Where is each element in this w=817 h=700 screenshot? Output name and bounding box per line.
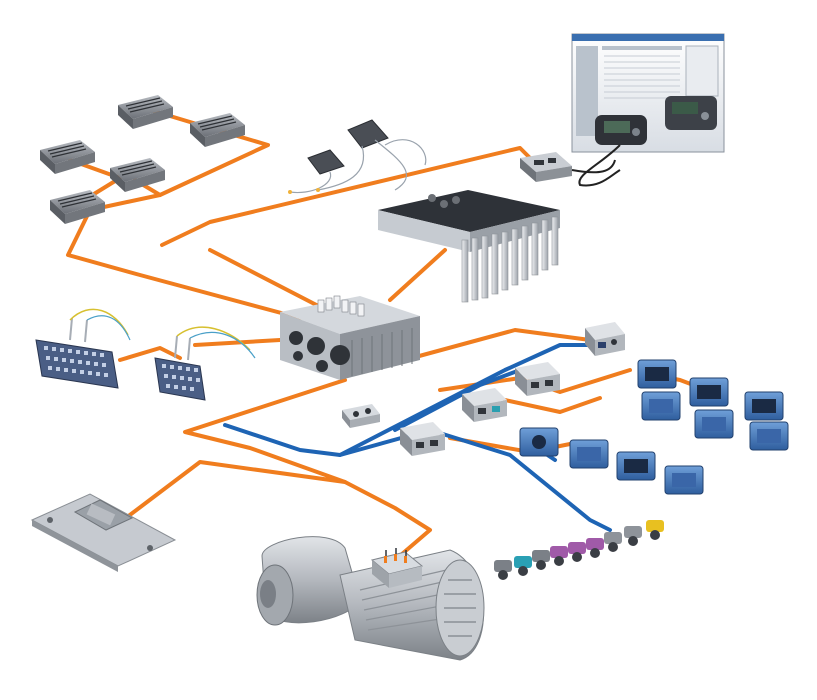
usb-interface-adapter[interactable]: [520, 152, 616, 182]
braking-resistor-grid-1[interactable]: [35, 308, 131, 389]
blue-io-module: [749, 421, 789, 451]
connector: [646, 520, 664, 540]
blue-io-module: [519, 427, 559, 457]
blue-io-cluster[interactable]: [519, 359, 789, 495]
connector: [514, 556, 532, 576]
connector: [532, 550, 550, 570]
io-module-3[interactable]: [40, 140, 95, 174]
blue-link-fieldbus: [223, 343, 592, 457]
orange-link-motor: [343, 480, 432, 562]
fieldbus-module-2[interactable]: [515, 362, 560, 396]
operator-panel-large: [665, 96, 717, 130]
orange-link-drive: [388, 248, 447, 302]
blue-io-module: [616, 451, 656, 481]
blue-io-module: [744, 391, 784, 421]
blue-io-module: [641, 391, 681, 421]
pc-software-window[interactable]: [571, 33, 725, 187]
orange-link-pc-inverter: [208, 248, 332, 314]
blue-io-module: [637, 359, 677, 389]
io-module-1[interactable]: [118, 95, 173, 129]
blue-io-module: [694, 409, 734, 439]
orange-link-resistor-2: [193, 338, 282, 347]
connector: [494, 560, 512, 580]
central-frequency-inverter[interactable]: [280, 295, 420, 380]
connector: [568, 542, 586, 562]
fieldbus-module-3[interactable]: [462, 388, 507, 422]
connector: [624, 526, 642, 546]
geared-motor[interactable]: [256, 536, 485, 661]
fieldbus-module-1[interactable]: [585, 322, 625, 356]
connector: [586, 538, 604, 558]
blue-io-module: [689, 377, 729, 407]
temperature-sensors[interactable]: [288, 119, 427, 194]
orange-link-io-bus: [66, 108, 302, 320]
blue-io-module: [569, 439, 609, 469]
braking-resistor-grid-2[interactable]: [154, 326, 256, 401]
connector: [604, 532, 622, 552]
connector-row[interactable]: [494, 520, 664, 580]
io-module-5[interactable]: [50, 190, 105, 224]
fieldbus-module-4[interactable]: [400, 422, 445, 456]
orange-link-pc-adapter: [160, 146, 534, 247]
orange-link-resistor-1: [118, 346, 182, 362]
io-module-4[interactable]: [110, 158, 165, 192]
io-module-2[interactable]: [190, 113, 245, 147]
connector: [550, 546, 568, 566]
operator-panel-small: [595, 115, 647, 145]
small-plug-module[interactable]: [342, 404, 380, 428]
orange-link-bottom: [108, 378, 347, 532]
mounting-plate[interactable]: [30, 493, 177, 572]
orange-link-fieldbus-3: [503, 396, 602, 414]
blue-io-module: [664, 465, 704, 495]
blue-link-fieldbus-2: [393, 368, 522, 432]
wall-mount-drive[interactable]: [378, 190, 560, 303]
orange-link-fieldbus: [373, 328, 592, 370]
